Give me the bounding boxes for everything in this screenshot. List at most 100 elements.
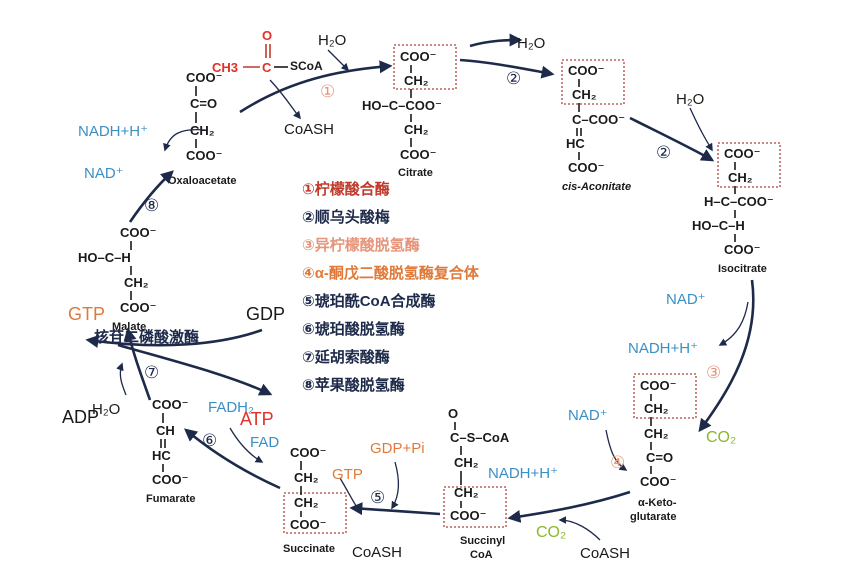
citrate-line-3: HO–C–COO⁻ [362, 98, 442, 113]
arrow-step1 [239, 60, 393, 114]
arrow-adp-atp [117, 343, 273, 396]
cisaconitate-line-3: C–COO⁻ [572, 112, 625, 127]
succinylcoa-line-2: CH₂ [454, 455, 479, 470]
isocitrate-highlight-box [717, 142, 781, 188]
succinylcoa-highlight-box [443, 486, 507, 528]
coash-2: CoASH [580, 545, 630, 562]
ketoglutarate-line-1: COO⁻ [640, 378, 676, 393]
succinate-name: Succinate [283, 543, 335, 555]
cofactors: H₂O H₂O H₂O H₂O CoASH CoASH CoASH NADH+H… [62, 32, 736, 562]
acetyl-coa: O CH3 C SCoA [212, 28, 323, 75]
oxaloacetate: COO⁻ C=O CH₂ COO⁻ Oxaloacetate [168, 70, 236, 187]
fumarate-name: Fumarate [146, 493, 196, 505]
acetyl-oxygen: O [262, 28, 272, 43]
step-2b: ② [656, 143, 671, 162]
isocitrate-name: Isocitrate [718, 263, 767, 275]
step-4: ④ [610, 453, 625, 472]
fumarate: COO⁻ CH HC COO⁻ Fumarate [146, 397, 196, 505]
ketoglutarate-line-5: COO⁻ [640, 474, 676, 489]
fumarate-line-1: COO⁻ [152, 397, 188, 412]
isocitrate-line-4: HO–C–H [692, 218, 745, 233]
citrate-line-1: COO⁻ [400, 49, 436, 64]
acetyl-ch3: CH3 [212, 60, 238, 75]
legend-item-6: ⑥琥珀酸脱氢酶 [302, 320, 405, 338]
enzyme-legend: ①柠檬酸合酶 ②顺乌头酸梅 ③异柠檬酸脱氢酶 ④α-酮戊二酸脱氢酶复合体 ⑤琥珀… [302, 180, 480, 394]
nadh-3: NADH+H⁺ [488, 465, 558, 482]
h2o-3: H₂O [676, 91, 704, 108]
cisaconitate-line-5: COO⁻ [568, 160, 604, 175]
oxaloacetate-line-3: CH₂ [190, 123, 215, 138]
arrow-h2o-out [469, 33, 523, 48]
ketoglutarate-name-1: α-Keto- [638, 497, 677, 509]
succinate-line-2: CH₂ [294, 470, 319, 485]
succinate-line-1: COO⁻ [290, 445, 326, 460]
oxaloacetate-name: Oxaloacetate [168, 175, 236, 187]
arrow-step3 [698, 279, 755, 433]
cisaconitate-line-4: HC [566, 136, 585, 151]
fadh2: FADH₂ [208, 399, 254, 416]
nad-1: NAD⁺ [84, 165, 124, 182]
isocitrate-line-5: COO⁻ [724, 242, 760, 257]
alpha-ketoglutarate: COO⁻ CH₂ CH₂ C=O COO⁻ α-Keto- glutarate [630, 373, 697, 523]
acetyl-scoa: SCoA [290, 59, 323, 73]
citrate-name: Citrate [398, 167, 433, 179]
citrate-highlight-box [393, 44, 457, 90]
cisaconitate-name: cis-Aconitate [562, 181, 631, 193]
step-8: ⑧ [144, 196, 159, 215]
isocitrate: COO⁻ CH₂ H–C–COO⁻ HO–C–H COO⁻ Isocitrate [692, 142, 781, 275]
citrate-line-2: CH₂ [404, 73, 429, 88]
ketoglutarate-line-4: C=O [646, 450, 673, 465]
cis-aconitate: COO⁻ CH₂ C–COO⁻ HC COO⁻ cis-Aconitate [561, 59, 631, 193]
step-1: ① [320, 82, 335, 101]
succinate-line-3: CH₂ [294, 495, 319, 510]
nad-3: NAD⁺ [568, 407, 608, 424]
nadh-2: NADH+H⁺ [628, 340, 698, 357]
succinylcoa-name-2: CoA [470, 549, 493, 561]
nadh-1: NADH+H⁺ [78, 123, 148, 140]
succinylcoa-line-1: C–S–CoA [450, 430, 510, 445]
h2o-1: H₂O [318, 32, 346, 49]
legend-item-5: ⑤琥珀酰CoA合成酶 [302, 292, 436, 310]
succinylcoa-name-1: Succinyl [460, 535, 505, 547]
legend-item-4: ④α-酮戊二酸脱氢酶复合体 [302, 264, 480, 282]
adp: ADP [62, 407, 99, 427]
step-7: ⑦ [144, 363, 159, 382]
arrow-step2b [629, 116, 715, 162]
coash-3: CoASH [352, 544, 402, 561]
nad-2: NAD⁺ [666, 291, 706, 308]
ketoglutarate-highlight-box [633, 373, 697, 419]
fumarate-line-3: HC [152, 448, 171, 463]
isocitrate-line-2: CH₂ [728, 170, 753, 185]
legend-item-1: ①柠檬酸合酶 [302, 180, 390, 198]
legend-item-8: ⑧苹果酸脱氢酶 [302, 376, 405, 394]
oxaloacetate-line-4: COO⁻ [186, 148, 222, 163]
ketoglutarate-line-3: CH₂ [644, 426, 669, 441]
succinate: COO⁻ CH₂ CH₂ COO⁻ Succinate [283, 445, 347, 555]
step-2a: ② [506, 69, 521, 88]
arrow-gdp-gtp [85, 328, 263, 348]
cisaconitate-highlight-box [561, 59, 625, 105]
gdp: GDP [246, 304, 285, 324]
legend-item-2: ②顺乌头酸梅 [302, 208, 390, 226]
arrow-step7 [123, 327, 152, 401]
malate-line-3: CH₂ [124, 275, 149, 290]
step-3: ③ [706, 363, 721, 382]
cisaconitate-line-1: COO⁻ [568, 63, 604, 78]
gtp-2: GTP [68, 304, 105, 324]
kinase-label: 核苷二磷酸激酶 [94, 328, 199, 346]
arrow-step2a [459, 58, 555, 79]
citrate-line-4: CH₂ [404, 122, 429, 137]
isocitrate-line-1: COO⁻ [724, 146, 760, 161]
succinate-highlight-box [283, 492, 347, 534]
oxaloacetate-line-1: COO⁻ [186, 70, 222, 85]
step-6: ⑥ [202, 431, 217, 450]
h2o-4: H₂O [92, 401, 120, 418]
gtp-1: GTP [332, 466, 363, 483]
legend-item-3: ③异柠檬酸脱氢酶 [302, 236, 420, 254]
malate: COO⁻ HO–C–H CH₂ COO⁻ Malate [78, 225, 156, 333]
gdp-pi: GDP+Pi [370, 440, 425, 457]
fumarate-line-4: COO⁻ [152, 472, 188, 487]
arrow-step4 [507, 490, 631, 523]
isocitrate-line-3: H–C–COO⁻ [704, 194, 774, 209]
